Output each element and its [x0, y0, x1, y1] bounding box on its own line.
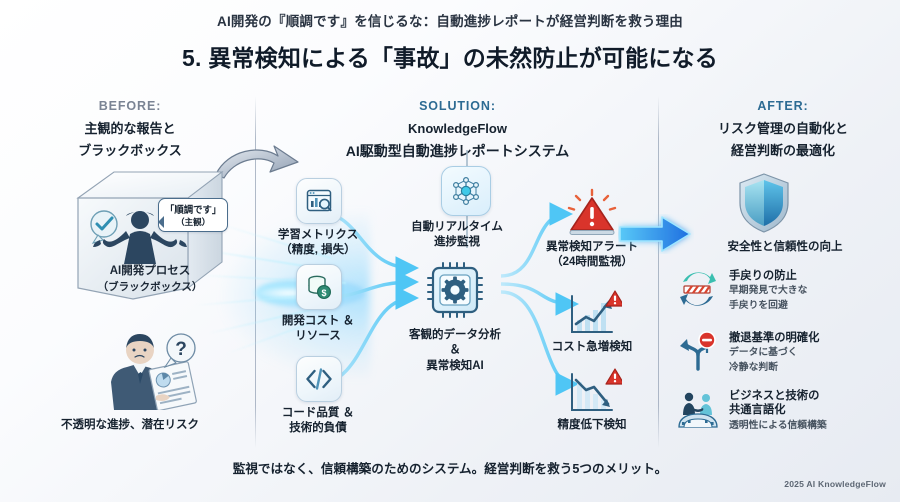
blue-glowing-arrow-icon	[618, 214, 694, 254]
input-label-metrics-1: 学習メトリクス	[277, 229, 359, 241]
benefit-text-rework: 手戻りの防止 早期発見で大きな 手戻りを回避	[729, 268, 900, 313]
benefit-row-common-language: ビジネスと技術の 共通言語化 透明性による信頼構築	[676, 388, 900, 433]
solution-headline: AI駆動型自動進捗レポートシステム	[345, 142, 570, 159]
cost-spike-chart-icon	[566, 290, 625, 338]
benefit-row-exit-criteria: 撤退基準の明確化 データに基づく 冷静な判断	[676, 330, 900, 375]
black-box-label-2: （ブラックボックス）	[97, 281, 203, 293]
before-kicker: BEFORE:	[98, 99, 162, 113]
benefit-desc-exit-1: データに基づく	[729, 347, 798, 359]
benefit-title-common-2: 共通言語化	[729, 404, 786, 417]
input-label-metrics: 学習メトリクス （精度, 損失）	[265, 228, 371, 259]
shield-icon	[737, 172, 791, 234]
input-label-code-1: コード品質 ＆	[281, 407, 355, 419]
warning-triangle-alert-icon	[564, 188, 620, 236]
engine-label-3: 異常検知AI	[426, 359, 484, 372]
benefit-text-exit-criteria: 撤退基準の明確化 データに基づく 冷静な判断	[729, 330, 900, 375]
cpu-gear-chip-icon	[424, 259, 486, 321]
code-quality-icon	[296, 356, 342, 402]
bubble-line-2: （主観）	[175, 217, 211, 227]
solution-column-header: SOLUTION: KnowledgeFlow AI駆動型自動進捗レポートシステ…	[285, 98, 630, 160]
output-label-alert: 異常検知アラート （24時間監視）	[528, 240, 656, 271]
black-box-label-1: AI開発プロセス	[109, 265, 191, 277]
footer-credit: 2025 AI KnowledgeFlow	[784, 479, 886, 489]
bubble-line-1: 「順調です」	[165, 204, 222, 215]
confused-manager-with-report-icon: ?	[78, 330, 218, 412]
benefit-title-rework: 手戻りの防止	[729, 270, 797, 282]
monitor-label: 自動リアルタイム 進捗監視	[402, 220, 512, 251]
benefit-desc-rework-1: 早期発見で大きな	[729, 285, 808, 297]
solution-kicker: SOLUTION:	[419, 99, 496, 113]
benefit-title-exit-criteria: 撤退基準の明確化	[729, 332, 820, 344]
subtitle: AI開発の『順調です』を信じるな：自動進捗レポートが経営判断を救う理由	[217, 14, 683, 29]
solution-brand: KnowledgeFlow	[408, 120, 507, 136]
engine-label-2: ＆	[449, 344, 461, 357]
svg-text:?: ?	[175, 339, 187, 360]
benefit-desc-rework-2: 手戻りを回避	[729, 300, 788, 312]
cost-database-dollar-icon: $	[296, 264, 342, 310]
footer-tagline: 監視ではなく、信頼構築のためのシステム。経営判断を救う5つのメリット。	[232, 462, 668, 476]
after-kicker: AFTER:	[757, 99, 809, 113]
output-label-cost: コスト急増検知	[528, 340, 656, 355]
after-headline-1: リスク管理の自動化と	[717, 120, 848, 136]
benefit-desc-exit-2: 冷静な判断	[729, 362, 778, 374]
before-caption: 不透明な進捗、潜在リスク	[61, 419, 199, 431]
output-label-alert-2: （24時間監視）	[551, 256, 633, 269]
input-label-cost-1: 開発コスト ＆	[281, 315, 355, 327]
shield-caption: 安全性と信頼性の向上	[727, 241, 843, 253]
input-label-code-2: 技術的負債	[289, 422, 347, 435]
benefit-title-common-1: ビジネスと技術の	[729, 390, 820, 402]
input-label-code: コード品質 ＆ 技術的負債	[265, 406, 371, 437]
after-column-header: AFTER: リスク管理の自動化と 経営判断の最適化	[668, 98, 898, 159]
black-box-label: AI開発プロセス （ブラックボックス）	[70, 262, 230, 294]
before-headline-2: ブラックボックス	[78, 142, 182, 158]
monitor-label-2: 進捗監視	[434, 236, 480, 249]
before-headline-1: 主観的な報告と	[84, 120, 176, 136]
benefit-row-rework: 手戻りの防止 早期発見で大きな 手戻りを回避	[676, 268, 900, 313]
engine-label: 客観的データ分析 ＆ 異常検知AI	[395, 328, 515, 374]
benefit-desc-common-1: 透明性による信頼構築	[729, 419, 827, 431]
svg-text:$: $	[321, 288, 326, 298]
network-nodes-icon	[441, 166, 491, 216]
subjective-report-bubble: 「順調です」 （主観）	[157, 198, 229, 232]
curved-gray-arrow-icon	[215, 145, 299, 179]
before-column-header: BEFORE: 主観的な報告と ブラックボックス	[30, 98, 230, 159]
monitor-label-1: 自動リアルタイム	[411, 221, 503, 233]
black-box-cube-icon: 「順調です」 （主観） AI開発プロセス （ブラックボックス）	[70, 166, 230, 306]
rework-prevention-cycle-icon	[676, 268, 720, 310]
page-title: 5. 異常検知による「事故」の未然防止が可能になる	[182, 45, 718, 71]
accuracy-drop-chart-icon	[566, 368, 625, 416]
title-block: AI開発の『順調です』を信じるな：自動進捗レポートが経営判断を救う理由 5. 異…	[0, 10, 900, 73]
output-label-cost-1: コスト急増検知	[551, 341, 633, 353]
stop-sign-fork-road-icon	[676, 330, 720, 372]
after-headline-2: 経営判断の最適化	[730, 142, 835, 158]
handshake-bridge-icon	[676, 388, 720, 430]
output-label-accuracy: 精度低下検知	[528, 418, 656, 433]
input-label-cost-2: リソース	[295, 330, 341, 343]
output-label-accuracy-1: 精度低下検知	[557, 419, 627, 431]
output-label-alert-1: 異常検知アラート	[546, 241, 638, 253]
benefit-text-common-language: ビジネスと技術の 共通言語化 透明性による信頼構築	[729, 388, 900, 433]
engine-label-1: 客観的データ分析	[409, 329, 501, 341]
input-label-metrics-2: （精度, 損失）	[280, 244, 356, 257]
metrics-dashboard-icon	[296, 178, 342, 224]
divider-solution-after	[658, 96, 659, 448]
input-label-cost: 開発コスト ＆ リソース	[265, 314, 371, 345]
